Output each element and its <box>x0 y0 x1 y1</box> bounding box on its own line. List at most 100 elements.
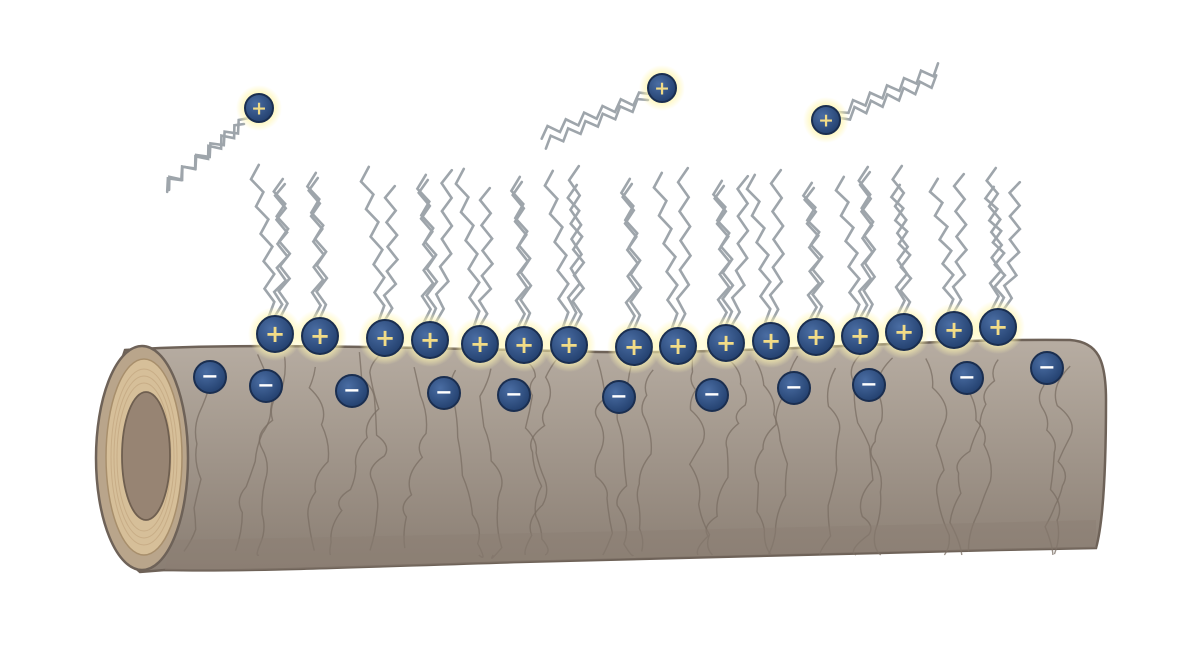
plus-charge-icon <box>647 73 677 103</box>
surfactant-tail <box>834 175 861 320</box>
surfactant-tail <box>951 172 969 314</box>
bark-crack <box>307 366 330 551</box>
minus-charge-icon <box>193 360 227 394</box>
positive-head-group: + <box>699 316 753 370</box>
negative-site-group: − <box>777 371 811 405</box>
surfactant-tail <box>434 168 454 324</box>
bark-crack <box>402 366 428 549</box>
minus-charge-icon <box>777 371 811 405</box>
surfactant-tails-layer <box>165 62 1022 331</box>
free-surfactant-tail <box>838 74 938 121</box>
surfactant-tail <box>857 165 877 320</box>
minus-charge-icon <box>695 378 729 412</box>
fiber-end-growth-ring <box>113 375 175 539</box>
positive-head-group: + <box>236 85 282 131</box>
plus-sign: + <box>420 325 440 354</box>
plus-charge-icon <box>301 317 339 355</box>
free-surfactant-tail <box>836 62 940 115</box>
surfactant-tail <box>889 183 913 316</box>
minus-charge-icon <box>335 374 369 408</box>
free-surfactant-tail <box>167 122 246 192</box>
plus-sign: + <box>559 330 579 359</box>
bark-crack <box>688 353 714 556</box>
minus-charge-icon <box>602 380 636 414</box>
plus-charge-icon <box>811 105 841 135</box>
plus-sign: + <box>894 317 914 346</box>
positive-head-group: + <box>744 314 798 368</box>
fiber-end-growth-ring <box>110 368 178 546</box>
minus-charge-icon <box>497 378 531 412</box>
surfactant-tail <box>928 177 955 314</box>
bark-crack <box>754 359 789 556</box>
bark-crack <box>819 367 841 556</box>
positive-head-group: + <box>453 317 507 371</box>
minus-charge-icon <box>1030 351 1064 385</box>
plus-sign: + <box>818 109 834 131</box>
positive-head-group: + <box>358 311 412 365</box>
plus-sign: + <box>806 322 826 351</box>
charges-layer: −−−−−−−−−−−+++++++++++++++++++ <box>193 65 1064 414</box>
minus-sign: − <box>785 375 802 399</box>
negative-site-group: − <box>427 376 461 410</box>
surfactant-tail <box>566 183 586 329</box>
positive-head-group: + <box>803 97 849 143</box>
minus-sign: − <box>343 378 360 402</box>
plus-sign: + <box>514 330 534 359</box>
bark-crack <box>949 359 999 556</box>
positive-head-group: + <box>971 300 1025 354</box>
surfactant-tail <box>415 173 439 324</box>
surfactant-tail <box>1002 180 1022 311</box>
negative-site-group: − <box>602 380 636 414</box>
surfactant-tail <box>272 177 292 318</box>
bark-crack <box>1044 365 1073 556</box>
negative-site-group: − <box>497 378 531 412</box>
surfactant-tail <box>477 186 495 328</box>
positive-head-group: + <box>293 309 347 363</box>
minus-charge-icon <box>427 376 461 410</box>
surfactant-tail <box>619 177 643 331</box>
positive-head-group: + <box>403 313 457 367</box>
surfactant-tail <box>454 167 481 328</box>
bark-crack <box>329 352 383 556</box>
plus-sign: + <box>668 331 688 360</box>
plus-sign: + <box>944 315 964 344</box>
minus-sign: − <box>703 382 720 406</box>
plus-charge-icon <box>256 315 294 353</box>
plus-sign: + <box>251 97 267 119</box>
bark-crack <box>479 368 503 559</box>
surfactant-tail <box>768 168 786 325</box>
plus-charge-icon <box>550 326 588 364</box>
minus-sign: − <box>505 382 522 406</box>
free-surfactant-tail <box>544 97 650 150</box>
plus-sign: + <box>265 319 285 348</box>
positive-head-group: + <box>927 303 981 357</box>
plus-charge-icon <box>885 313 923 351</box>
plus-charge-icon <box>979 308 1017 346</box>
surfactant-tail <box>305 171 329 320</box>
bark-crack <box>522 357 548 556</box>
plus-charge-icon <box>366 319 404 357</box>
positive-head-group: + <box>248 307 302 361</box>
surfactant-tail <box>801 181 825 321</box>
surfactant-tail <box>543 169 570 329</box>
minus-sign: − <box>201 364 218 388</box>
plus-charge-icon <box>752 322 790 360</box>
surfactant-tail <box>675 166 693 330</box>
bark-crack <box>696 358 747 556</box>
fiber-end-growth-ring <box>116 382 172 532</box>
surfactant-tail <box>730 174 750 327</box>
plus-charge-icon <box>659 327 697 365</box>
minus-sign: − <box>860 372 877 396</box>
negative-site-group: − <box>193 360 227 394</box>
negative-site-group: − <box>695 378 729 412</box>
negative-site-group: − <box>852 368 886 402</box>
bark-crack <box>870 357 894 556</box>
plus-sign: + <box>761 326 781 355</box>
plus-sign: + <box>624 332 644 361</box>
surfactant-tail <box>745 173 772 325</box>
bark-crack <box>530 358 558 556</box>
positive-head-group: + <box>497 318 551 372</box>
positive-head-group: + <box>542 318 596 372</box>
plus-charge-icon <box>707 324 745 362</box>
